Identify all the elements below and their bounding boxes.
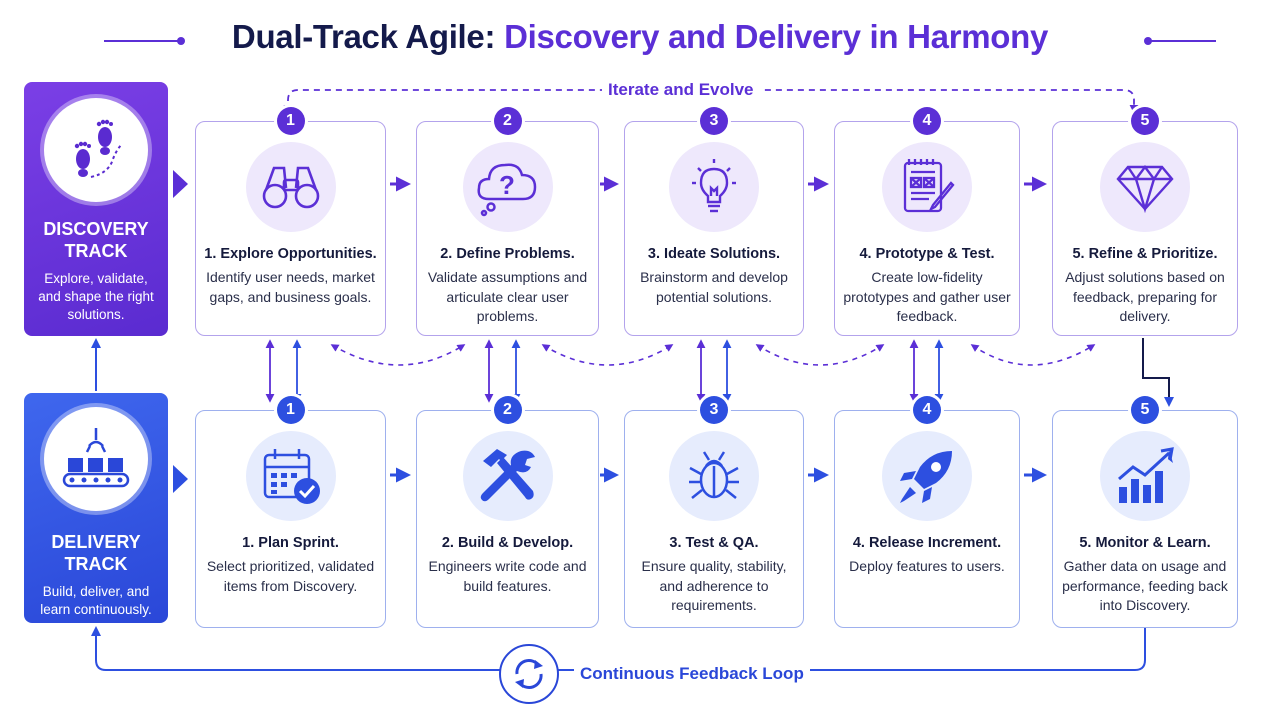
iterate-evolve-label: Iterate and Evolve	[602, 79, 760, 101]
step-number-badge: 4	[913, 107, 941, 135]
step-description: Validate assumptions and articulate clea…	[427, 269, 588, 324]
footprints-icon	[44, 98, 148, 202]
step-title: 1. Explore Opportunities.	[204, 246, 377, 262]
lightbulb-icon	[669, 142, 759, 232]
discovery-track-description: Explore, validate, and shape the right s…	[38, 271, 154, 322]
growth-chart-icon	[1100, 431, 1190, 521]
step-number-badge: 3	[700, 107, 728, 135]
step-title: 3. Test & QA.	[669, 535, 759, 551]
page-title: Dual-Track Agile: Discovery and Delivery…	[0, 18, 1280, 56]
discovery-entry-arrow	[173, 170, 188, 198]
step-number-badge: 5	[1131, 107, 1159, 135]
title-accent: Discovery and Delivery in Harmony	[504, 18, 1049, 55]
step-title: 5. Monitor & Learn.	[1079, 535, 1211, 551]
rocket-icon	[882, 431, 972, 521]
discovery-track-name: DISCOVERY TRACK	[43, 219, 149, 261]
delivery-step-4-card: 4 4. Release Increment. Deploy features …	[834, 396, 1020, 628]
delivery-step-2-card: 2 2. Build & Develop. Engineers write co…	[416, 396, 599, 628]
discovery-step-3-card: 3 3. Ideate Solutions. Brainstorm and de…	[624, 107, 804, 336]
step-description: Brainstorm and develop potential solutio…	[640, 269, 788, 305]
step-number-badge: 2	[493, 107, 522, 135]
step-description: Select prioritized, validated items from…	[206, 558, 375, 594]
delivery-track-description: Build, deliver, and learn continuously.	[40, 584, 152, 617]
step-number-badge: 4	[913, 396, 941, 424]
title-main: Dual-Track Agile:	[231, 18, 496, 55]
title-decoration	[104, 37, 1216, 45]
step-description: Deploy features to users.	[849, 558, 1005, 574]
step-description: Ensure quality, stability, and adherence…	[641, 558, 787, 613]
diamond-icon	[1100, 142, 1190, 232]
feedback-arcs	[330, 344, 1096, 366]
discovery-step-1-card: 1 1. Explore Opportunities. Identify use…	[195, 107, 386, 336]
step-number-badge: 1	[276, 107, 305, 135]
step-number-badge: 2	[493, 396, 522, 424]
discovery-step-5-card: 5 5. Refine & Prioritize. Adjust solutio…	[1052, 107, 1238, 336]
step-title: 2. Define Problems.	[440, 246, 575, 262]
delivery-entry-arrow	[173, 465, 188, 493]
track-sync-arrows	[265, 339, 944, 403]
step-number-badge: 1	[276, 396, 305, 424]
delivery-track-panel: DELIVERY TRACK Build, deliver, and learn…	[24, 393, 168, 623]
binoculars-icon	[245, 142, 336, 232]
delivery-track-name: DELIVERY TRACK	[51, 532, 141, 574]
refresh-cycle-icon	[499, 644, 559, 704]
handoff-arrow	[1142, 338, 1174, 407]
question-cloud-icon: ?	[462, 142, 553, 232]
step-description: Create low-fidelity prototypes and gathe…	[843, 269, 1011, 324]
step-title: 4. Release Increment.	[852, 535, 1002, 551]
delivery-step-1-card: 1 1. Plan Sprint. Select prioritized, va…	[195, 396, 386, 628]
step-description: Gather data on usage and performance, fe…	[1062, 558, 1228, 613]
delivery-step-5-card: 5 5. Monitor & Learn. Gather data on usa…	[1052, 396, 1238, 628]
step-number-badge: 5	[1131, 396, 1159, 424]
discovery-step-2-card: 2 ? 2. Define Problems. Validate assumpt…	[416, 107, 599, 336]
delivery-step-3-card: 3 3. Test & QA. Ensure quality, stabilit…	[624, 396, 804, 628]
svg-text:?: ?	[499, 170, 515, 200]
step-description: Identify user needs, market gaps, and bu…	[206, 269, 375, 305]
discovery-track-panel: DISCOVERY TRACK Explore, validate, and s…	[24, 82, 168, 336]
sketchpad-icon	[882, 142, 972, 232]
step-description: Adjust solutions based on feedback, prep…	[1065, 269, 1225, 324]
conveyor-icon	[44, 407, 148, 511]
tools-icon	[462, 431, 553, 521]
step-title: 1. Plan Sprint.	[242, 535, 339, 551]
step-number-badge: 3	[700, 396, 728, 424]
step-title: 4. Prototype & Test.	[859, 246, 995, 262]
bug-icon	[669, 431, 759, 521]
step-title: 5. Refine & Prioritize.	[1072, 246, 1218, 262]
step-title: 2. Build & Develop.	[441, 535, 574, 551]
continuous-feedback-label: Continuous Feedback Loop	[574, 663, 810, 685]
discovery-step-4-card: 4 4. Prototype & Test. Create low-fideli…	[834, 107, 1020, 336]
calendar-check-icon	[245, 431, 336, 521]
step-title: 3. Ideate Solutions.	[647, 246, 781, 262]
step-description: Engineers write code and build features.	[428, 558, 587, 594]
